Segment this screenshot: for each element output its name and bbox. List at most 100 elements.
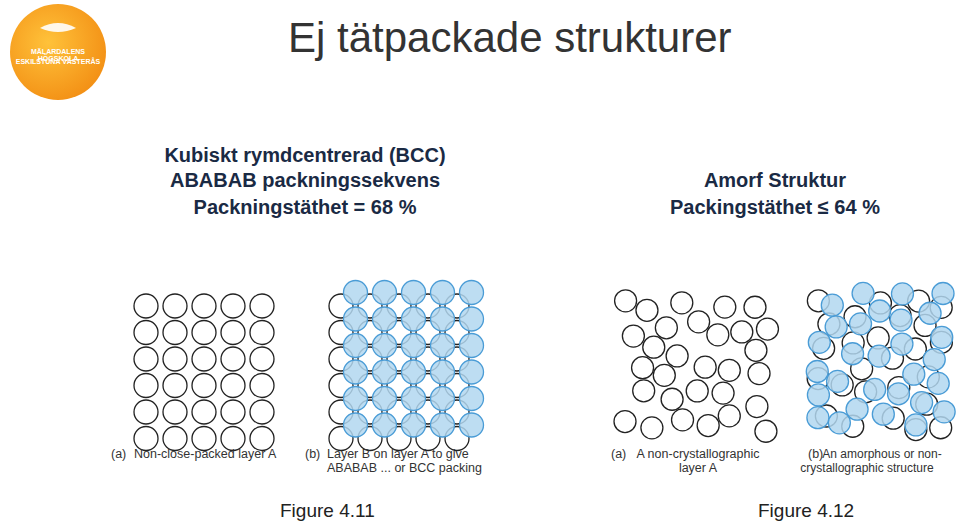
atom	[756, 318, 778, 340]
atom	[686, 380, 708, 402]
atom	[163, 347, 187, 371]
atom-layer-b	[842, 343, 864, 365]
amorphous-layer-a	[614, 290, 778, 442]
atom-layer-b	[807, 407, 829, 429]
caption-letter: (a)	[111, 447, 126, 461]
atom-layer-b	[888, 383, 910, 405]
atom-layer-b	[808, 331, 830, 353]
atom	[672, 409, 694, 431]
atom	[755, 420, 777, 442]
figure-number: Figure 4.11	[280, 500, 375, 522]
atom	[192, 427, 216, 451]
atom-layer-b	[868, 345, 890, 367]
caption: Non-close-packed layer A	[134, 447, 276, 461]
atom-layer-b	[460, 281, 484, 305]
atom	[221, 347, 245, 371]
atom	[714, 296, 736, 318]
atom-layer-b	[402, 360, 426, 384]
atom	[250, 427, 274, 451]
atom-layer-b	[911, 392, 933, 414]
caption: An amorphous or non-crystallographic str…	[776, 447, 958, 475]
atom-layer-b	[890, 309, 912, 331]
atom-layer-b	[932, 283, 954, 305]
atom-layer-b	[344, 387, 368, 411]
atom-layer-b	[821, 294, 843, 316]
atom	[632, 357, 654, 379]
atom-layer-b	[891, 283, 913, 305]
atom	[192, 321, 216, 345]
atom	[718, 405, 740, 427]
bcc-layer-a	[134, 294, 274, 451]
atom-layer-b	[431, 334, 455, 358]
atom	[163, 427, 187, 451]
heading: Kubiskt rymdcentrerad (BCC)	[105, 144, 505, 167]
atom-layer-b	[827, 370, 849, 392]
heading: ABABAB packningssekvens	[105, 169, 505, 192]
atom	[163, 400, 187, 424]
atom	[221, 294, 245, 318]
atom	[250, 347, 274, 371]
atom-layer-b	[850, 313, 872, 335]
caption: A non-crystallographic layer A	[628, 447, 768, 475]
atom-layer-b	[891, 333, 913, 355]
atom-layer-b	[903, 363, 925, 385]
atom	[655, 317, 677, 339]
caption-letter: (b)	[305, 447, 320, 461]
atom-layer-b	[373, 387, 397, 411]
atom-layer-b	[402, 281, 426, 305]
atom-layer-b	[460, 360, 484, 384]
atom	[748, 363, 770, 385]
atom	[718, 359, 740, 381]
atom-layer-b	[852, 282, 874, 304]
atom-layer-b	[344, 413, 368, 437]
atom-layer-b	[344, 307, 368, 331]
logo-text: ESKILSTUNA VÄSTERÅS	[10, 58, 106, 65]
atom-layer-b	[927, 372, 949, 394]
atom-layer-b	[373, 360, 397, 384]
atom-layer-b	[864, 378, 886, 400]
atom	[745, 339, 767, 361]
atom-layer-b	[344, 334, 368, 358]
atom	[134, 400, 158, 424]
atom	[707, 324, 729, 346]
atom	[697, 415, 719, 437]
atom-layer-b	[931, 326, 953, 348]
atom	[250, 374, 274, 398]
atom	[221, 400, 245, 424]
atom-layer-b	[402, 307, 426, 331]
atom-layer-b	[344, 281, 368, 305]
atom-layer-b	[402, 334, 426, 358]
atom-layer-b	[825, 316, 847, 338]
atom	[643, 336, 665, 358]
atom	[688, 311, 710, 333]
atom-layer-b	[869, 300, 891, 322]
bcc-layer-ab	[329, 281, 484, 451]
atom-layer-b	[431, 307, 455, 331]
atom-layer-b	[807, 384, 829, 406]
atom-layer-b	[344, 360, 368, 384]
atom	[633, 380, 655, 402]
atom-layer-b	[402, 413, 426, 437]
atom	[250, 321, 274, 345]
atom	[250, 294, 274, 318]
atom	[615, 290, 637, 312]
atom	[614, 411, 636, 433]
atom	[671, 292, 693, 314]
atom	[641, 417, 663, 439]
atom-layer-b	[373, 413, 397, 437]
atom	[163, 321, 187, 345]
caption-letter: (a)	[611, 447, 626, 461]
logo-circle	[10, 4, 106, 100]
atom	[666, 345, 688, 367]
atom	[192, 294, 216, 318]
caption-letter: (b)	[808, 447, 823, 461]
atom-layer-b	[872, 403, 894, 425]
atom	[134, 427, 158, 451]
atom-layer-b	[431, 387, 455, 411]
atom-layer-b	[402, 387, 426, 411]
caption: Layer B on layer A to give ABABAB ... or…	[327, 447, 497, 475]
atom	[250, 400, 274, 424]
atom	[746, 396, 768, 418]
atom-layer-b	[919, 302, 941, 324]
